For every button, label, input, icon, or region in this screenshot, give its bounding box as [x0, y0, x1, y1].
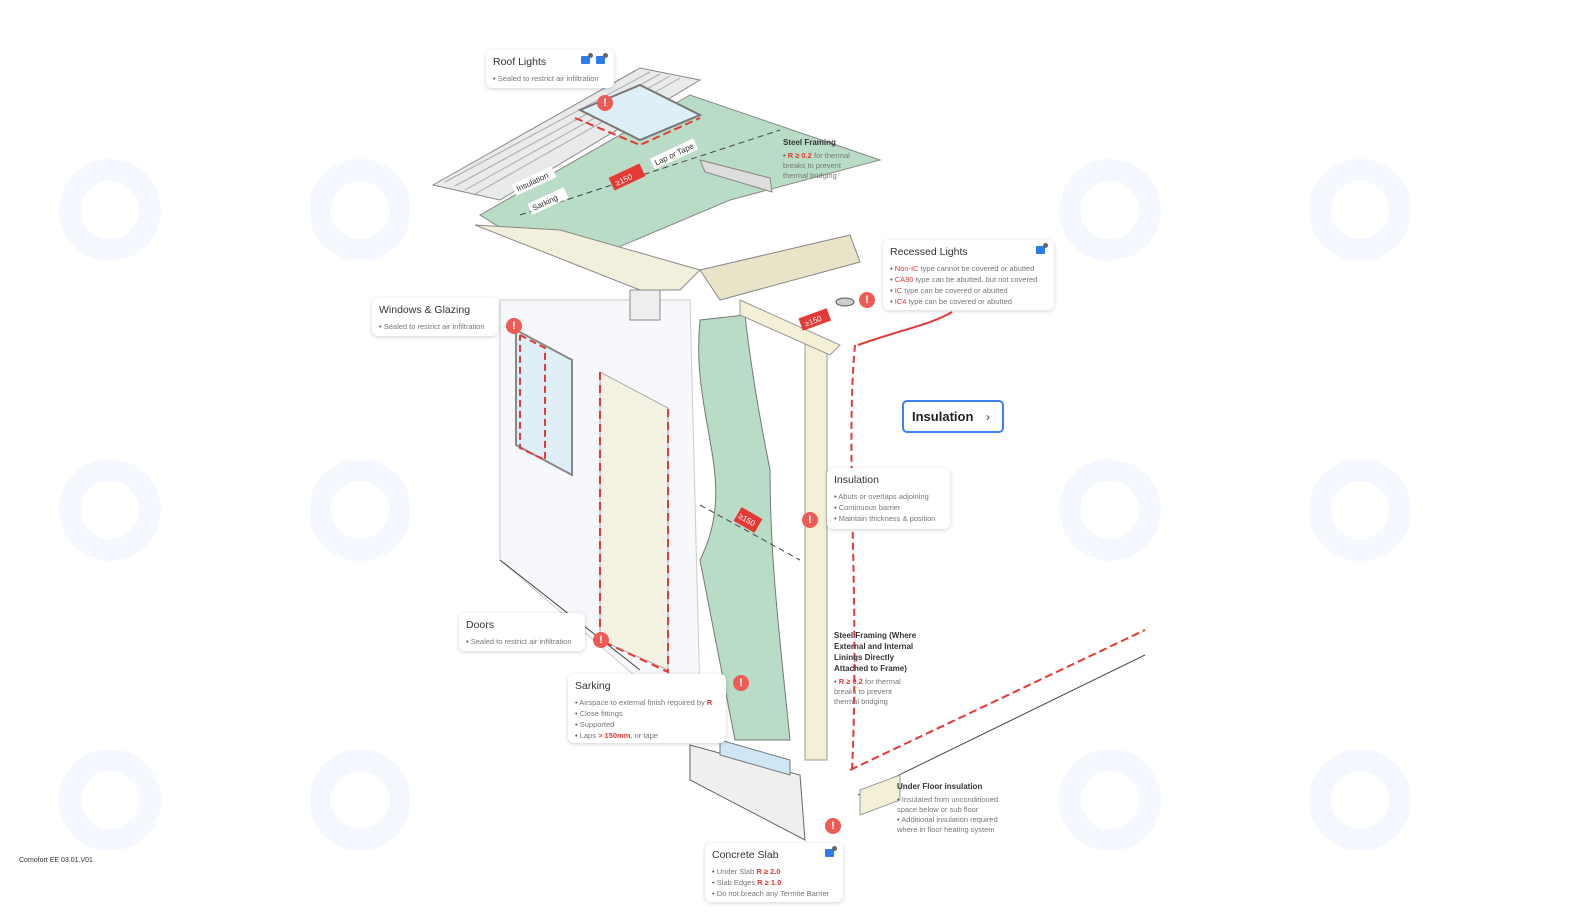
alert-insulation[interactable]: !	[802, 512, 818, 528]
callout-recessed-lights: Recessed Lights Non-IC type cannot be co…	[883, 240, 1054, 310]
note-under-floor-insulation: Under Floor insulation Insulated from un…	[897, 781, 1012, 835]
callout-item: Laps > 150mm, or tape	[575, 730, 718, 741]
wall-insulation	[698, 314, 791, 741]
note-title: Steel Framing	[783, 138, 836, 147]
recessed-light	[835, 297, 855, 307]
alert-concrete-slab[interactable]: !	[825, 818, 841, 834]
document-icon[interactable]	[581, 53, 593, 64]
alert-sarking[interactable]: !	[733, 675, 749, 691]
callout-windows-glazing: Windows & Glazing Sealed to restrict air…	[372, 298, 498, 336]
callout-item: IC type can be covered or abutted	[890, 285, 1046, 296]
image-icon[interactable]	[1036, 243, 1048, 254]
document-code: Comofort EE 03.01.V01	[19, 857, 93, 864]
callout-item: Sealed to restrict air infiltration	[466, 636, 577, 647]
chevron-right-icon: ›	[986, 409, 990, 424]
callout-item: Do not breach any Termite Barrier	[712, 888, 835, 899]
callout-item: Abuts or overlaps adjoining	[834, 491, 942, 502]
callout-title: Roof Lights	[493, 56, 547, 68]
callout-item: Airspace to external finish required by …	[575, 697, 718, 708]
image-icon[interactable]	[596, 53, 608, 64]
alert-doors[interactable]: !	[593, 632, 609, 648]
callout-item: Sealed to restrict air infiltration	[493, 73, 606, 84]
callout-item: IC4 type can be covered or abutted	[890, 296, 1046, 307]
callout-title: Insulation	[834, 474, 879, 486]
callout-item: Close fittings	[575, 708, 718, 719]
door	[599, 371, 669, 671]
note-steel-framing-roof: Steel Framing R ≥ 0.2 for thermal breaks…	[783, 137, 863, 181]
alert-windows[interactable]: !	[506, 318, 522, 334]
callout-title: Sarking	[575, 680, 611, 692]
alert-recessed-lights[interactable]: !	[859, 292, 875, 308]
note-item: Additional insulation required where in …	[897, 815, 1012, 835]
callout-item: Supported	[575, 719, 718, 730]
image-icon[interactable]	[825, 846, 837, 857]
callout-doors: Doors Sealed to restrict air infiltratio…	[459, 613, 585, 651]
callout-item: Maintain thickness & position	[834, 513, 942, 524]
callout-title: Windows & Glazing	[379, 304, 471, 316]
note-item: Insulated from unconditioned space below…	[897, 795, 1012, 815]
callout-roof-lights: Roof Lights Sealed to restrict air infil…	[486, 50, 614, 88]
callout-item: Continuous barrier	[834, 502, 942, 513]
note-title: Steel Framing (Where External and Intern…	[834, 631, 917, 673]
callout-title: Doors	[466, 619, 495, 631]
note-item: R ≥ 0.2 for thermal breaks to prevent th…	[783, 151, 863, 181]
watermark	[59, 159, 1411, 851]
callout-title: Concrete Slab	[712, 849, 779, 861]
alert-roof-lights[interactable]: !	[597, 95, 613, 111]
callout-item: Under Slab R ≥ 2.0	[712, 866, 835, 877]
callout-item: CA90 type can be abutted, but not covere…	[890, 274, 1046, 285]
callout-title: Recessed Lights	[890, 246, 968, 258]
note-steel-framing-wall: Steel Framing (Where External and Intern…	[834, 630, 918, 707]
callout-sarking: Sarking Airspace to external finish requ…	[568, 674, 726, 743]
insulation-nav-button[interactable]: Insulation ›	[902, 400, 1004, 433]
callout-item: Non-IC type cannot be covered or abutted	[890, 263, 1046, 274]
callout-item: Slab Edges R ≥ 1.0	[712, 877, 835, 888]
callout-item: Sealed to restrict air infiltration	[379, 321, 490, 332]
callout-insulation: Insulation Abuts or overlaps adjoining C…	[827, 468, 950, 529]
callout-concrete-slab: Concrete Slab Under Slab R ≥ 2.0 Slab Ed…	[705, 843, 843, 902]
note-item: R ≥ 0.2 for thermal breaks to prevent th…	[834, 677, 918, 707]
nav-button-label: Insulation	[912, 409, 974, 424]
note-title: Under Floor insulation	[897, 782, 983, 791]
